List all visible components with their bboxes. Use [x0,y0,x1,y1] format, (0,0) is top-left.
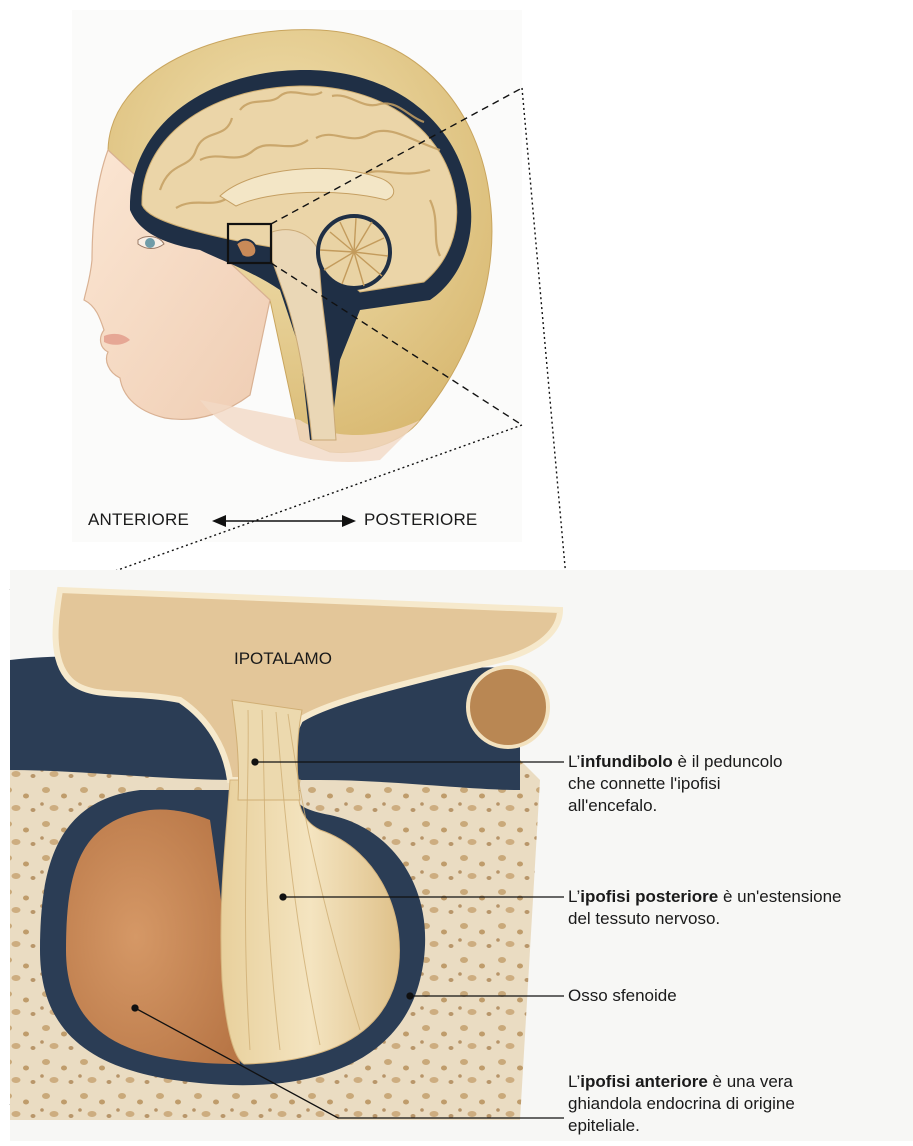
hypothalamus-label: IPOTALAMO [234,649,332,669]
callout-line: del tessuto nervoso. [568,908,842,930]
callout-infundibolo: L’infundibolo è il peduncolo che connett… [568,751,782,817]
callout-ipofisi-posteriore: L’ipofisi posteriore è un'estensione del… [568,886,842,930]
callout-text: è una vera [708,1072,793,1091]
head-illustration [72,10,522,542]
callout-line: che connette l'ipofisi [568,773,782,795]
callout-line: epiteliale. [568,1115,795,1137]
callout-line: ghiandola endocrina di origine [568,1093,795,1115]
callout-ipofisi-anteriore: L’ipofisi anteriore è una vera ghiandola… [568,1071,795,1137]
callout-term: infundibolo [580,752,673,771]
callout-term: ipofisi posteriore [580,887,718,906]
pituitary-section [10,570,913,1141]
callout-prefix: L’ [568,1072,580,1091]
posterior-label: POSTERIORE [364,510,477,530]
mammillary-body [468,667,548,747]
callout-prefix: L’ [568,887,580,906]
iris [145,238,155,248]
callout-osso-sfenoide: Osso sfenoide [568,985,677,1007]
callout-term: ipofisi anteriore [580,1072,708,1091]
callout-text: è il peduncolo [673,752,783,771]
callout-prefix: L’ [568,752,580,771]
callout-line: all'encefalo. [568,795,782,817]
callout-text: è un'estensione [718,887,841,906]
callout-text: Osso sfenoide [568,985,677,1007]
anterior-label: ANTERIORE [88,510,189,530]
infundibulum [232,700,302,800]
